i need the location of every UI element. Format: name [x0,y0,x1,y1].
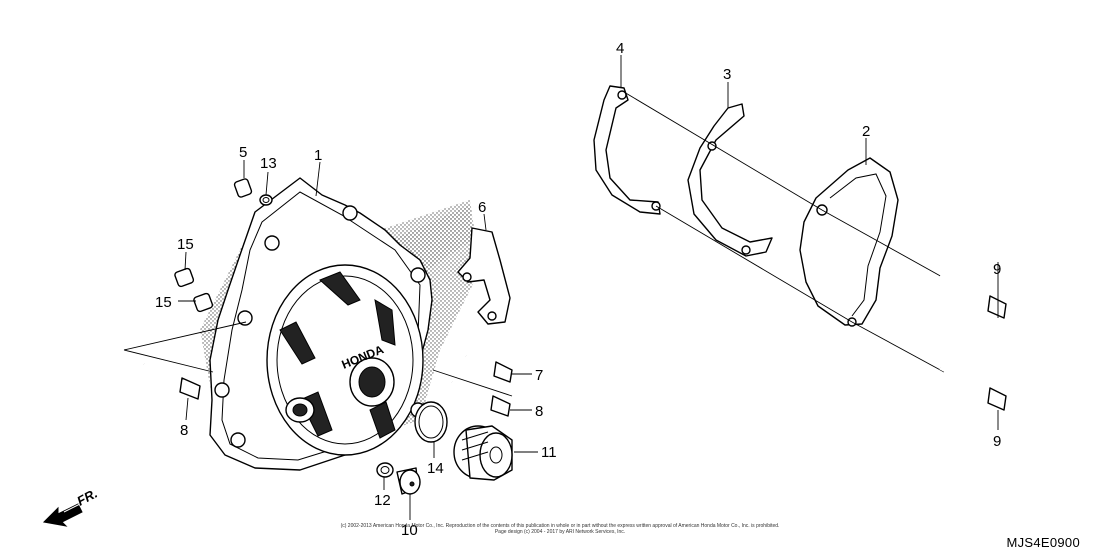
bolt-7 [465,354,513,383]
front-arrow-icon [42,503,83,527]
callout-12: 12 [374,492,391,509]
callout-11: 11 [541,444,557,461]
callout-15-bottom: 15 [155,294,172,311]
callout-8-right: 8 [535,403,543,420]
callout-4: 4 [616,40,624,57]
callout-9-top: 9 [993,261,1001,278]
callout-9-bottom: 9 [993,433,1001,450]
washer-12 [376,462,394,478]
bracket-6 [457,227,511,325]
copyright-line-1: (c) 2002-2013 American Honda Motor Co., … [340,523,780,529]
callout-13: 13 [260,155,277,172]
bolt-8b [451,380,511,417]
callout-5: 5 [239,144,247,161]
bracket-4 [593,85,661,215]
callout-7: 7 [535,367,543,384]
plug-cap-11 [453,425,513,481]
callout-14: 14 [427,460,444,477]
callout-2: 2 [862,123,870,140]
plug-10 [396,467,421,495]
callout-3: 3 [723,66,731,83]
outer-cover-2 [799,157,899,327]
bolt-9b [939,366,1007,411]
drawing-code: MJS4E0900 [1006,535,1080,550]
callout-10: 10 [401,522,418,539]
bolt-9a [939,274,1007,319]
copyright-line-2: Page design (c) 2004 - 2017 by ARI Netwo… [494,529,626,535]
leader-lines [123,55,999,520]
callout-numbers: 1 2 3 4 5 6 7 8 8 8 9 9 10 11 12 13 14 1… [155,40,1001,539]
crankcase-cover: HONDA [209,177,433,471]
front-direction-indicator: FR. [42,486,100,527]
dowel-pin-15a [174,267,195,288]
bolt-8a [143,362,201,400]
o-ring-14 [414,401,448,443]
callout-15-top: 15 [177,236,194,253]
callout-1: 1 [314,147,322,164]
callout-6: 6 [478,199,486,216]
bracket-3 [687,103,773,257]
dowel-pin-15b [193,292,214,313]
callout-8-left: 8 [180,422,188,439]
washer-13 [259,194,273,206]
dowel-pin-5 [233,178,253,198]
